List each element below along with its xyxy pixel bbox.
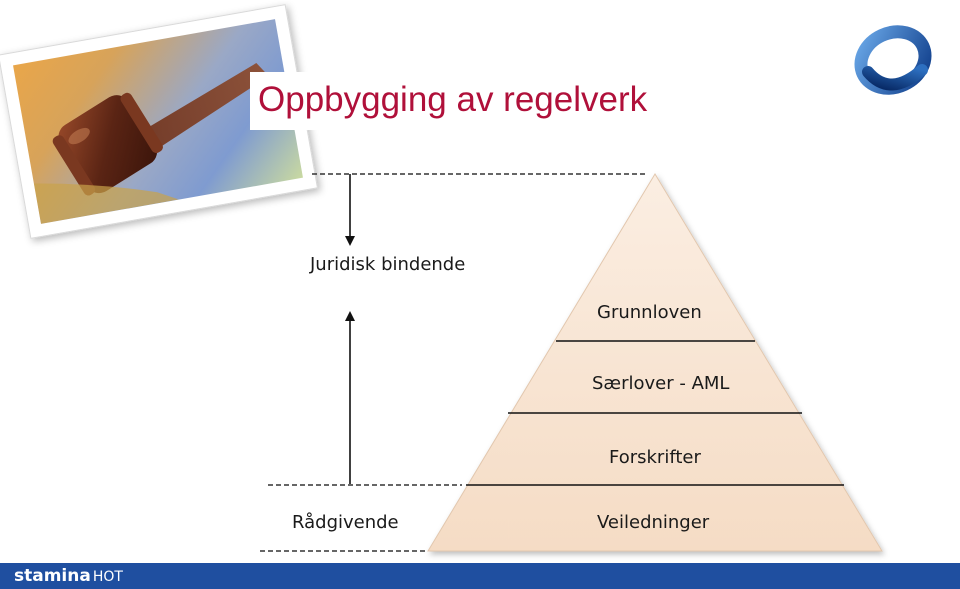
pyramid-level-saerlover: Særlover - AML [592, 373, 730, 394]
radgivende-label: Rådgivende [292, 512, 399, 533]
ring-logo-icon [854, 25, 932, 95]
pyramid [427, 173, 883, 552]
pyramid-level-grunnloven: Grunnloven [597, 302, 702, 323]
down-arrow-head-icon [345, 236, 355, 246]
brand-secondary: HOT [92, 569, 123, 585]
gavel-icon [33, 63, 269, 224]
slide-title: Oppbygging av regelverk [258, 80, 648, 119]
pyramid-level-veiledninger: Veiledninger [597, 512, 710, 533]
title-background [250, 72, 680, 130]
juridisk-bindende-label: Juridisk bindende [310, 254, 466, 275]
pyramid-level-forskrifter: Forskrifter [609, 447, 701, 468]
gavel-photo-frame [0, 4, 319, 239]
up-arrow-head-icon [345, 311, 355, 321]
gavel-photo [13, 19, 303, 224]
brand-primary: stamina [14, 566, 91, 586]
